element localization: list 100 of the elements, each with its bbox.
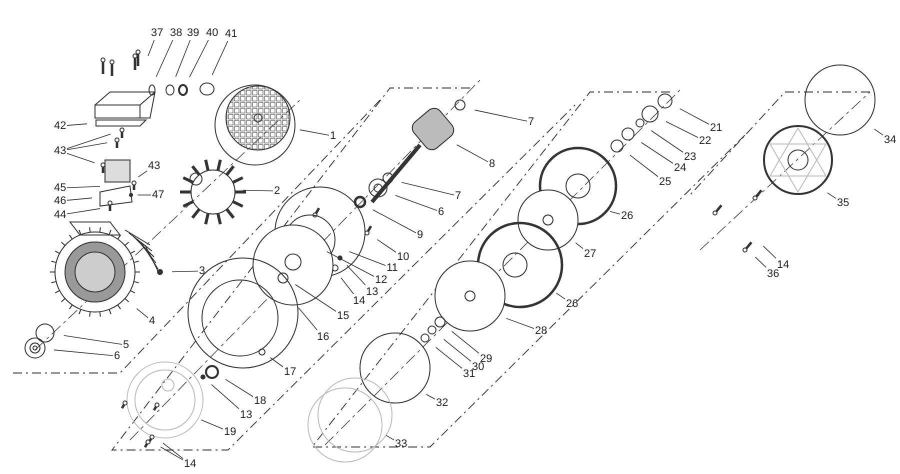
- callout-number: 6: [438, 206, 444, 218]
- leader-line: [326, 251, 374, 277]
- callout-number: 33: [395, 438, 408, 450]
- callout-number: 32: [436, 397, 448, 409]
- leader-line: [200, 419, 224, 430]
- callout-number: 10: [397, 251, 410, 263]
- leader-line: [66, 208, 101, 214]
- leader-line: [189, 40, 209, 78]
- leader-line: [66, 152, 95, 164]
- leader-line: [156, 40, 174, 78]
- leader-line: [66, 186, 100, 188]
- leader-line: [175, 40, 191, 78]
- callout-number: 13: [366, 286, 378, 298]
- callout-number: 14: [777, 259, 790, 271]
- leader-line: [426, 394, 436, 400]
- leader-line: [556, 292, 566, 300]
- leader-line: [66, 142, 108, 150]
- leader-line: [401, 182, 454, 196]
- callout-number: 16: [317, 331, 330, 343]
- callout-number: 46: [54, 195, 66, 207]
- leader-line: [299, 129, 330, 136]
- callout-number: 34: [884, 134, 896, 146]
- leader-line: [225, 378, 254, 397]
- callout-number: 5: [123, 339, 130, 351]
- callout-number: 15: [337, 310, 350, 322]
- leader-line: [443, 338, 472, 362]
- callout-number: 26: [621, 210, 634, 222]
- callout-number: 42: [54, 120, 66, 132]
- leader-line: [66, 134, 111, 150]
- callout-number: 7: [455, 190, 462, 202]
- leader-line: [762, 246, 776, 259]
- leader-line: [451, 330, 480, 354]
- callout-number: 36: [767, 268, 780, 280]
- callout-number: 44: [54, 209, 66, 221]
- leader-line: [294, 284, 336, 312]
- leader-line: [138, 170, 148, 178]
- callout-number: 19: [224, 426, 236, 438]
- leader-line: [650, 130, 684, 153]
- callout-number: 2: [274, 185, 280, 197]
- leader-line: [506, 318, 534, 329]
- callout-number: 4: [149, 315, 156, 327]
- leader-line: [435, 346, 462, 369]
- callout-number: 1: [330, 130, 336, 142]
- leader-line: [66, 198, 92, 201]
- callout-number: 37: [151, 27, 164, 39]
- callout-number: 24: [674, 162, 686, 174]
- leader-line: [298, 307, 318, 330]
- leader-line: [386, 434, 394, 440]
- leader-line: [376, 239, 396, 253]
- callout-number: 41: [225, 28, 238, 40]
- leader-line: [54, 350, 114, 356]
- callout-number: 28: [535, 325, 548, 337]
- leader-line: [630, 154, 658, 178]
- leader-line: [640, 142, 674, 164]
- leader-line: [211, 384, 240, 410]
- leader-line: [575, 242, 584, 249]
- callout-number: 43: [148, 160, 160, 172]
- leader-line: [137, 194, 152, 196]
- callout-number: 40: [206, 27, 218, 39]
- callout-number: 13: [240, 409, 252, 421]
- leader-line: [270, 357, 284, 368]
- leader-line: [136, 308, 148, 318]
- leader-line: [456, 144, 488, 162]
- callout-number: 17: [284, 366, 296, 378]
- callout-number: 14: [184, 458, 196, 470]
- callout-number: 26: [566, 298, 578, 310]
- callout-number: 45: [54, 182, 66, 194]
- callout-number: 6: [114, 350, 120, 362]
- callout-number: 47: [152, 189, 164, 201]
- leader-line: [395, 195, 438, 211]
- leader-line: [162, 442, 184, 459]
- leader-line: [242, 190, 274, 192]
- callout-number: 35: [837, 197, 850, 209]
- leader-line: [826, 192, 836, 199]
- callout-number: 22: [699, 135, 712, 147]
- callout-number: 18: [254, 395, 266, 407]
- callout-number: 8: [489, 158, 496, 170]
- leader-line: [754, 256, 766, 268]
- leader-line: [610, 210, 620, 214]
- callout-number: 23: [684, 151, 696, 163]
- leader-line: [212, 40, 228, 76]
- leader-line: [340, 278, 354, 294]
- leader-line: [346, 264, 366, 286]
- callout-number: 38: [170, 27, 182, 39]
- leader-line: [874, 128, 884, 136]
- callout-number: 39: [187, 27, 200, 39]
- leader-line: [160, 446, 184, 460]
- callout-number: 3: [199, 265, 206, 277]
- leader-line: [666, 121, 698, 138]
- leader-line: [348, 251, 386, 266]
- callout-number: 7: [528, 116, 534, 128]
- callout-number: 12: [375, 274, 388, 286]
- callout-number: 14: [353, 295, 366, 307]
- callout-number: 9: [417, 229, 424, 241]
- callout-number: 21: [710, 122, 722, 134]
- leader-line: [63, 335, 122, 345]
- leader-line: [474, 110, 528, 122]
- leader-line: [66, 123, 88, 126]
- callout-number: 25: [659, 176, 672, 188]
- leader-line: [372, 209, 416, 234]
